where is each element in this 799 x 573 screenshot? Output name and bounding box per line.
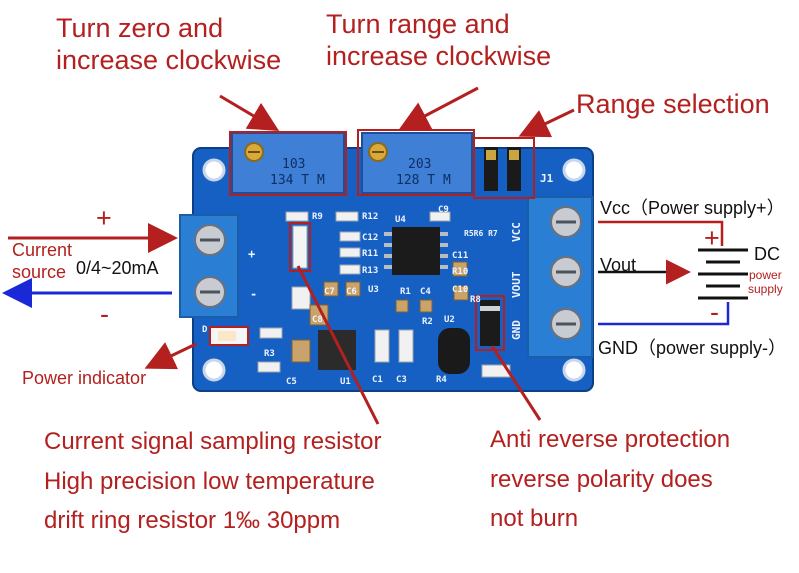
- turn-range-annotation: Turn range and increase clockwise: [326, 8, 551, 73]
- svg-text:U1: U1: [340, 377, 351, 387]
- svg-text:R9: R9: [312, 212, 323, 222]
- mount-hole: [202, 158, 226, 182]
- svg-text:C9: C9: [438, 205, 449, 215]
- input-terminal-block: [179, 214, 239, 318]
- svg-text:R8: R8: [470, 295, 481, 305]
- svg-text:-: -: [250, 287, 257, 301]
- protection-diode: [475, 295, 505, 351]
- mount-hole: [202, 358, 226, 382]
- svg-text:128 T M: 128 T M: [396, 173, 451, 188]
- svg-text:VCC: VCC: [510, 222, 523, 242]
- input-plus-sign: +: [96, 203, 112, 233]
- anti-reverse-line-2: reverse polarity does: [490, 465, 713, 493]
- svg-text:U3: U3: [368, 285, 379, 295]
- svg-text:103: 103: [282, 157, 305, 172]
- svg-text:R12: R12: [362, 212, 378, 222]
- svg-text:+: +: [248, 247, 255, 261]
- svg-text:R1: R1: [400, 287, 411, 297]
- turn-zero-line-2: increase clockwise: [56, 45, 282, 76]
- turn-zero-annotation: Turn zero and increase clockwise: [56, 12, 281, 77]
- svg-text:C12: C12: [362, 233, 378, 243]
- power-supply-line-2: supply: [748, 282, 783, 297]
- input-minus-sign: -: [100, 299, 109, 329]
- power-supply-line-1: power: [749, 268, 782, 282]
- svg-text:R13: R13: [362, 266, 378, 276]
- svg-text:U4: U4: [395, 215, 406, 225]
- current-source-label: Current source: [12, 240, 72, 283]
- range-selection-label: Range selection: [576, 89, 770, 119]
- vcc-label: Vcc（Power supply+）: [600, 198, 785, 218]
- svg-text:D: D: [202, 325, 208, 335]
- power-led: [209, 326, 249, 346]
- current-source-line-2: source: [12, 261, 67, 282]
- sampling-line-1: Current signal sampling resistor: [44, 428, 382, 455]
- svg-text:R4: R4: [436, 375, 447, 385]
- sampling-line-2: High precision low temperature: [44, 467, 375, 495]
- svg-text:R10: R10: [452, 267, 468, 277]
- svg-text:GND: GND: [510, 320, 523, 340]
- sampling-line-3: drift ring resistor 1‰ 30ppm: [44, 507, 341, 535]
- gnd-label: GND（power supply-）: [598, 338, 787, 358]
- dc-label: DC: [754, 244, 780, 264]
- transistor: [438, 328, 470, 374]
- dc-plus-sign: +: [704, 223, 720, 253]
- svg-text:134 T M: 134 T M: [270, 173, 325, 188]
- svg-text:R2: R2: [422, 317, 433, 327]
- range-potentiometer: [357, 129, 475, 196]
- battery-symbol: [698, 248, 748, 300]
- output-terminal-block: [527, 196, 593, 358]
- svg-text:C6: C6: [346, 287, 357, 297]
- turn-zero-line-1: Turn zero and: [56, 13, 224, 43]
- turn-range-line-1: Turn range and: [326, 9, 510, 39]
- power-supply-label: power supply: [748, 268, 783, 297]
- svg-text:C4: C4: [420, 287, 431, 297]
- svg-text:C3: C3: [396, 375, 407, 385]
- svg-text:R3: R3: [264, 349, 275, 359]
- anti-reverse-line-1: Anti reverse protection: [490, 426, 731, 453]
- opamp-chip: [392, 227, 440, 275]
- anti-reverse-annotation: Anti reverse protection reverse polarity…: [490, 420, 730, 539]
- svg-text:C5: C5: [286, 377, 297, 387]
- power-indicator-label: Power indicator: [22, 368, 147, 388]
- regulator-chip: [318, 330, 356, 370]
- current-source-line-1: Current: [12, 240, 73, 260]
- svg-text:R5R6 R7: R5R6 R7: [464, 229, 498, 238]
- turn-range-line-2: increase clockwise: [326, 41, 552, 72]
- svg-text:C11: C11: [452, 251, 468, 261]
- svg-text:C7: C7: [324, 287, 335, 297]
- mount-hole: [562, 358, 586, 382]
- sampling-resistor-annotation: Current signal sampling resistor High pr…: [44, 422, 381, 541]
- input-range-label: 0/4~20mA: [76, 258, 159, 278]
- svg-text:203: 203: [408, 157, 431, 172]
- sampling-resistor: [289, 222, 311, 272]
- svg-text:R11: R11: [362, 249, 378, 259]
- svg-text:U2: U2: [444, 315, 455, 325]
- anti-reverse-line-3: not burn: [490, 505, 579, 533]
- dc-minus-sign: -: [710, 297, 719, 327]
- vout-label: Vout: [600, 255, 637, 275]
- svg-text:C10: C10: [452, 285, 468, 295]
- svg-text:C1: C1: [372, 375, 383, 385]
- svg-text:J1: J1: [540, 172, 554, 185]
- zero-potentiometer: [229, 131, 347, 196]
- mount-hole: [562, 158, 586, 182]
- svg-text:C8: C8: [312, 315, 323, 325]
- svg-text:VOUT: VOUT: [510, 271, 523, 298]
- range-jumper: [473, 137, 535, 199]
